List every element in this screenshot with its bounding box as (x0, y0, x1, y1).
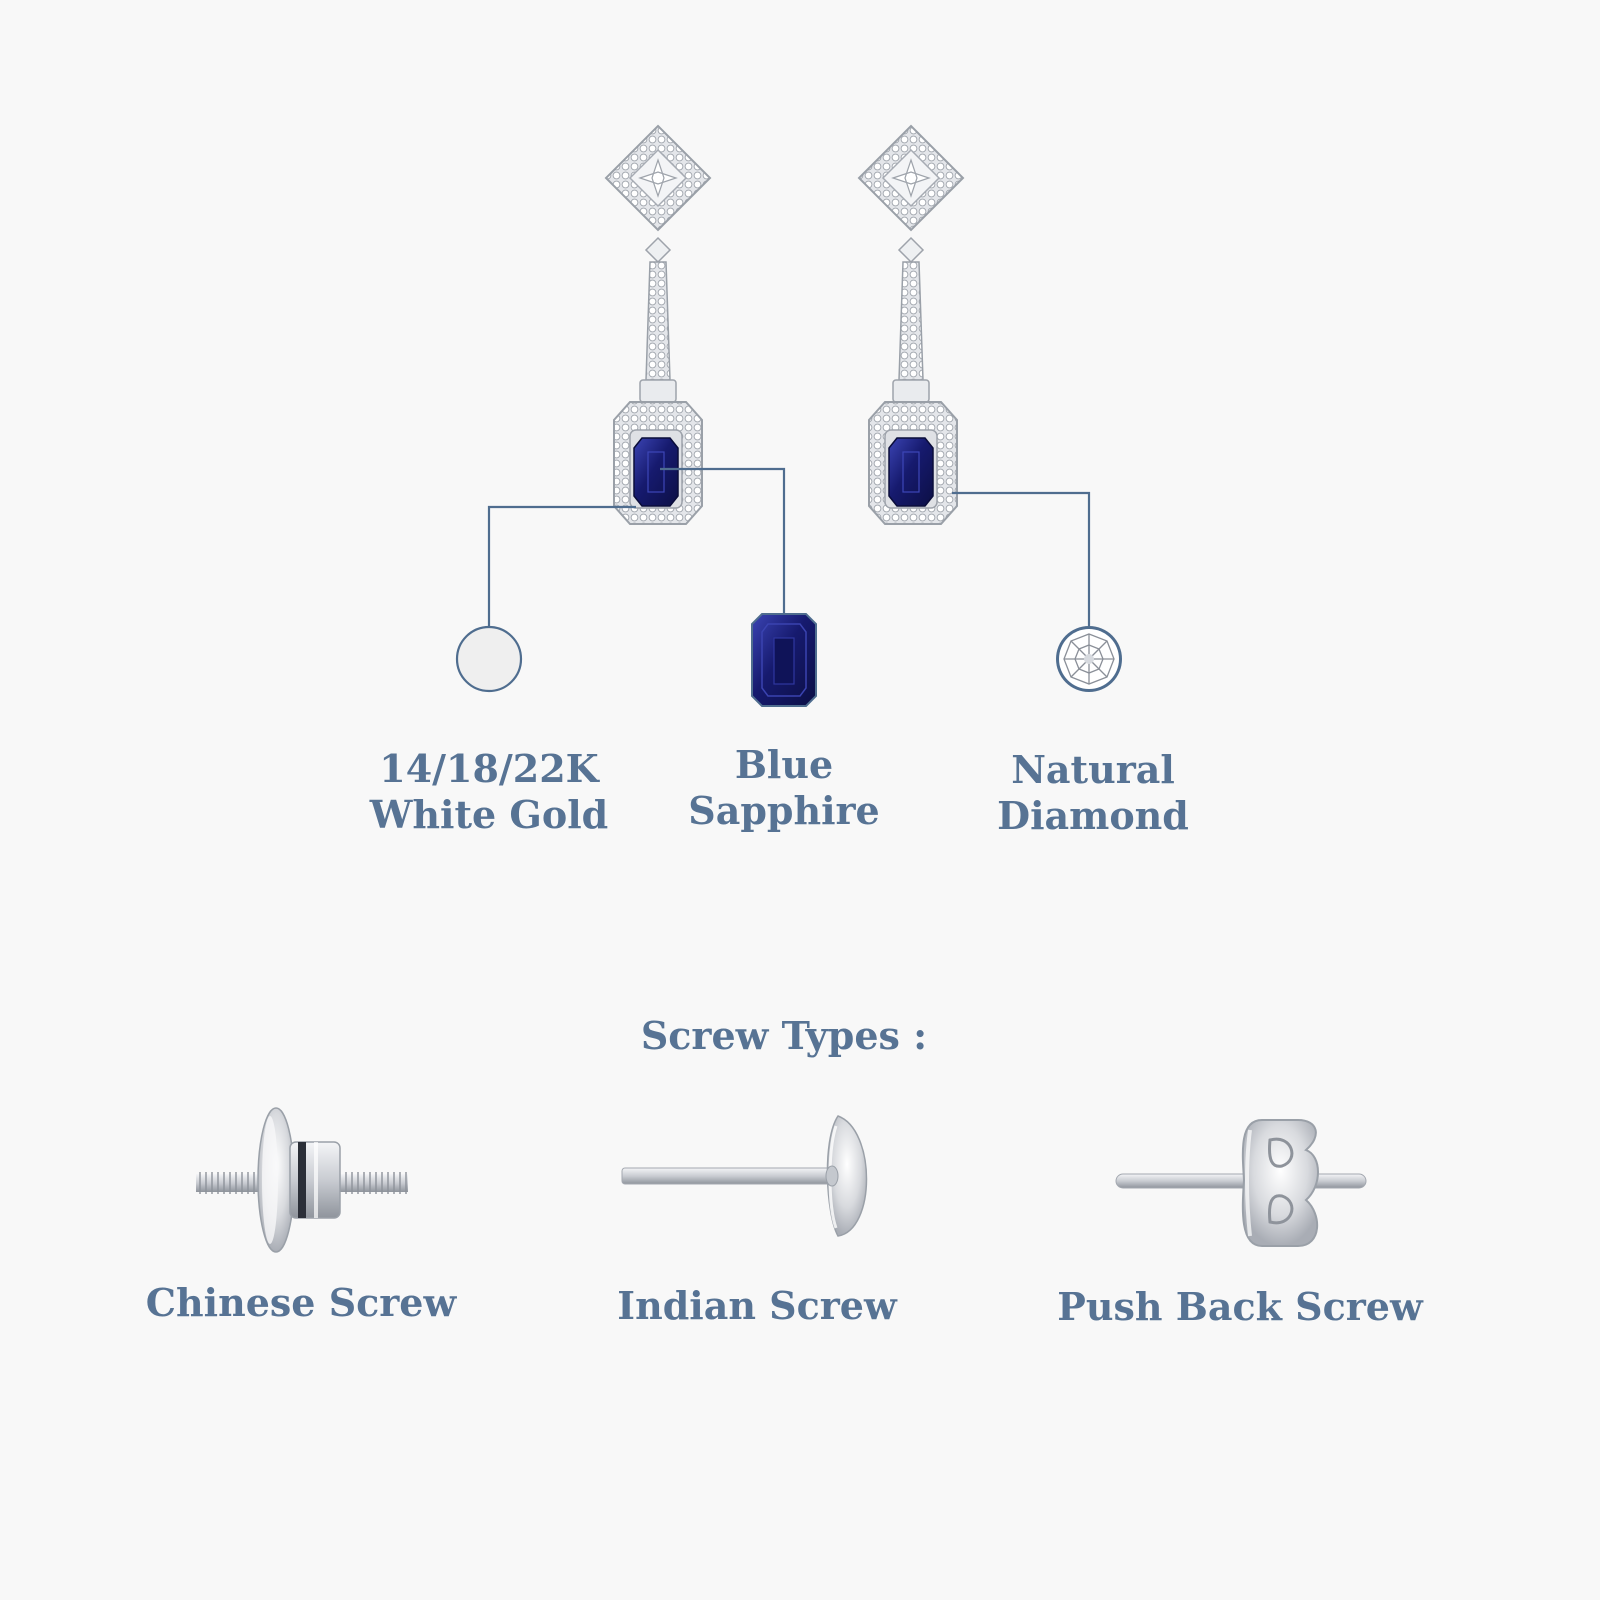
earring-right-drop (868, 401, 958, 525)
white-gold-label-line1: 14/18/22K (379, 746, 599, 791)
earring-left-top-diamond (604, 124, 712, 232)
earring-left-link (644, 236, 672, 264)
earring-left (604, 124, 712, 525)
earring-right-bar (898, 261, 924, 381)
earring-right-baguette (892, 379, 930, 403)
blue-sapphire-label: Blue Sapphire (624, 742, 944, 833)
blue-sapphire-label-line1: Blue (734, 742, 834, 787)
earring-left-drop (613, 401, 703, 525)
white-gold-swatch-icon (455, 625, 523, 693)
connector-line-sapphire (660, 467, 786, 614)
natural-diamond-swatch-icon (1056, 626, 1122, 692)
blue-sapphire-label-line2: Sapphire (688, 787, 880, 833)
natural-diamond-label: Natural Diamond (933, 747, 1253, 838)
earring-left-bar (645, 261, 671, 381)
earring-right (857, 124, 965, 525)
natural-diamond-label-line1: Natural (1011, 747, 1175, 792)
blue-sapphire-swatch-icon (751, 613, 817, 707)
screw-types-heading: Screw Types : (640, 1013, 928, 1058)
white-gold-label: 14/18/22K White Gold (329, 746, 649, 837)
push-back-screw-label: Push Back Screw (1057, 1284, 1423, 1329)
natural-diamond-label-line2: Diamond (997, 792, 1189, 838)
earring-left-baguette (639, 379, 677, 403)
connector-line-metal (487, 505, 636, 626)
chinese-screw-label: Chinese Screw (145, 1280, 457, 1325)
indian-screw-label: Indian Screw (617, 1283, 897, 1328)
push-back-screw-icon (1115, 1119, 1367, 1247)
white-gold-label-line2: White Gold (369, 791, 609, 837)
earring-right-top-diamond (857, 124, 965, 232)
illustration-canvas (196, 124, 1367, 1253)
chinese-screw-icon (196, 1107, 408, 1253)
connector-line-diamond (952, 491, 1091, 626)
indian-screw-icon (621, 1115, 868, 1237)
earring-right-link (897, 236, 925, 264)
